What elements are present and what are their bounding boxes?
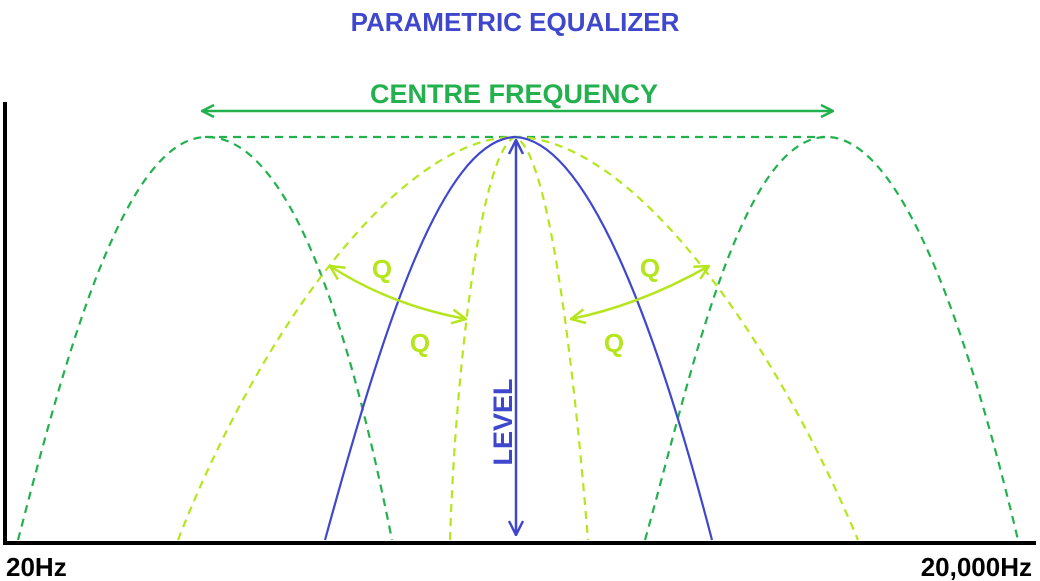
left-q-arrow: [330, 266, 466, 319]
narrow-q-curve: [448, 135, 590, 541]
q-label-lower-left: Q: [410, 328, 430, 358]
wide-q-curve: [176, 135, 860, 541]
right-shifted-band-curve: [643, 135, 1020, 541]
centre-frequency-label: CENTRE FREQUENCY: [370, 79, 658, 109]
diagram-title: PARAMETRIC EQUALIZER: [351, 7, 680, 37]
q-label-lower-right: Q: [604, 328, 624, 358]
x-axis-min-label: 20Hz: [6, 552, 67, 581]
right-q-arrow: [571, 266, 709, 319]
level-label: LEVEL: [488, 378, 518, 465]
left-shifted-band-curve: [16, 135, 394, 541]
main-eq-band-curve: [323, 135, 714, 541]
q-label-upper-left: Q: [372, 254, 392, 284]
x-axis-max-label: 20,000Hz: [921, 552, 1032, 581]
q-label-upper-right: Q: [640, 253, 660, 283]
